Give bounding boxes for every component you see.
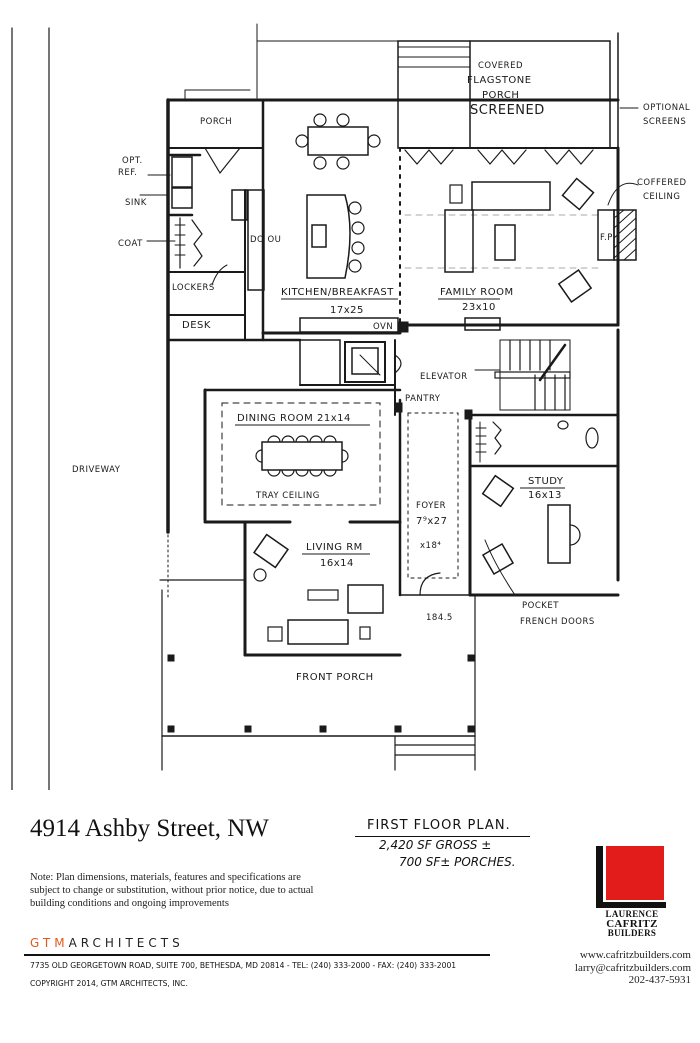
breakfast-table	[307, 126, 369, 156]
label-foyer-dim-2: x18⁴	[420, 541, 441, 551]
architect-address: 7735 OLD GEORGETOWN ROAD, SUITE 700, BET…	[30, 961, 457, 970]
label-kitchen: KITCHEN/BREAKFAST	[281, 287, 394, 298]
label-family-room: FAMILY ROOM	[440, 287, 514, 298]
label-study-dim: 16x13	[528, 490, 562, 501]
label-porch-top: PORCH	[482, 90, 519, 101]
label-ceiling: CEILING	[643, 192, 681, 202]
label-opt-ref-2: REF.	[118, 168, 138, 178]
gross-area: 2,420 SF GROSS ±	[379, 838, 492, 852]
sofa-side	[444, 209, 474, 273]
builder-contact: www.cafritzbuilders.com larry@cafritzbui…	[575, 949, 691, 987]
coffee-table	[494, 224, 516, 261]
label-screens: SCREENS	[643, 117, 686, 127]
logo-line-2: CAFRITZ	[606, 918, 658, 930]
phone-number: 202-437-5931	[628, 974, 691, 986]
label-coat: COAT	[118, 239, 143, 249]
disclaimer-note: Note: Plan dimensions, materials, featur…	[30, 872, 314, 909]
label-lockers: LOCKERS	[172, 283, 215, 293]
label-study: STUDY	[528, 476, 564, 487]
divider	[24, 954, 490, 956]
label-kitchen-dim: 17x25	[330, 305, 364, 316]
kitchen-island	[306, 194, 351, 279]
plan-title: FIRST FLOOR PLAN.	[355, 818, 530, 837]
label-double-oven: DO OU	[250, 235, 281, 245]
label-living-dim: 16x14	[320, 558, 354, 569]
builder-logo-text: LAURENCE CAFRITZ BUILDERS	[594, 910, 670, 938]
label-dining-room: DINING ROOM 21x14	[237, 413, 351, 424]
plan-summary: FIRST FLOOR PLAN. 2,420 SF GROSS ± 700 S…	[355, 818, 530, 871]
gtm-rest: ARCHITECTS	[68, 936, 184, 950]
elevator	[344, 341, 386, 383]
toilet	[585, 427, 599, 449]
label-sink: SINK	[125, 198, 147, 208]
label-pantry: PANTRY	[405, 394, 441, 404]
property-address: 4914 Ashby Street, NW	[30, 815, 269, 842]
label-french-doors: FRENCH DOORS	[520, 617, 595, 627]
copyright: COPYRIGHT 2014, GTM ARCHITECTS, INC.	[30, 979, 188, 988]
label-coffered: COFFERED	[637, 178, 687, 188]
logo-line-1: LAURENCE	[605, 909, 659, 919]
gtm-architects-logo: GTMARCHITECTS	[30, 936, 184, 950]
gtm-accent: GTM	[30, 936, 69, 950]
label-covered: COVERED	[478, 61, 523, 71]
website-link[interactable]: www.cafritzbuilders.com	[579, 949, 691, 961]
desk	[547, 504, 571, 564]
label-optional: OPTIONAL	[643, 103, 690, 113]
tray-ceiling-outline	[221, 402, 381, 506]
label-front-porch: FRONT PORCH	[296, 672, 374, 683]
label-driveway: DRIVEWAY	[72, 465, 121, 475]
sofa	[471, 181, 551, 211]
label-side-porch: PORCH	[200, 117, 232, 127]
label-foyer: FOYER	[416, 501, 446, 511]
email-link[interactable]: larry@cafritzbuilders.com	[574, 961, 691, 974]
floor-plan-drawing: COVERED FLAGSTONE PORCH SCREENED OPTIONA…	[11, 23, 690, 790]
label-screened: SCREENED	[470, 103, 545, 118]
label-desk: DESK	[182, 320, 211, 331]
label-flagstone: FLAGSTONE	[467, 75, 532, 86]
label-family-dim: 23x10	[462, 302, 496, 313]
label-opt-ref: OPT.	[122, 156, 143, 166]
label-pocket: POCKET	[522, 601, 559, 611]
label-foyer-dim: 7⁹x27	[416, 516, 448, 527]
builder-logo-icon	[596, 844, 666, 908]
label-elevator: ELEVATOR	[420, 372, 468, 382]
label-tray-ceiling: TRAY CEILING	[255, 491, 320, 501]
label-living-room: LIVING RM	[306, 542, 363, 553]
label-oven: OVN	[373, 322, 393, 332]
label-fireplace: F.P	[600, 233, 613, 243]
porch-area: 700 SF± PORCHES.	[399, 855, 516, 869]
dining-table	[261, 441, 343, 471]
living-sofa	[287, 619, 349, 645]
logo-line-3: BUILDERS	[607, 928, 657, 938]
label-elevation-mark: 184.5	[426, 613, 453, 623]
